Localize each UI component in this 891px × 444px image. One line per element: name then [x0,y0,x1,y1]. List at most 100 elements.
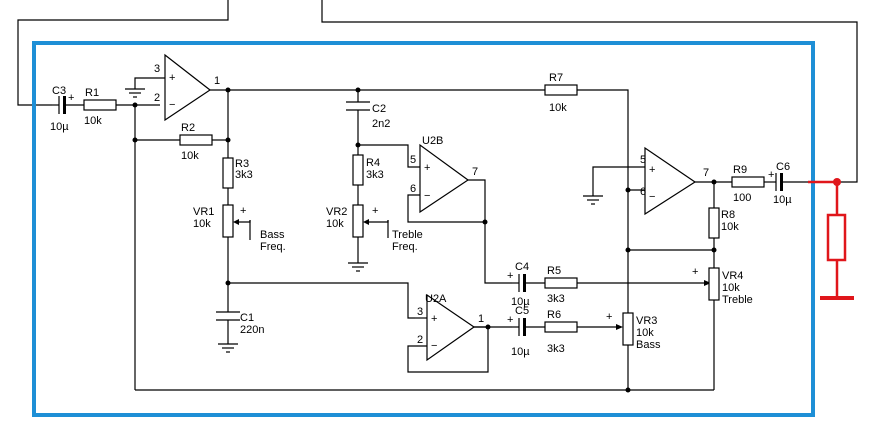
wire [358,144,420,168]
u3-minus: − [649,191,655,203]
r6-ref: R6 [547,309,561,321]
vr2-label2: Freq. [392,241,418,253]
r4-value: 3k3 [366,169,384,181]
c2-value: 2n2 [372,118,390,130]
c1-value: 220n [240,324,264,336]
u2a-plus: + [431,313,437,325]
c5-value: 10µ [511,346,530,358]
u1-pin3-wire [134,77,165,89]
ground-symbol [125,88,145,98]
c3-plus: + [68,92,74,104]
load-resistor [826,213,847,262]
resistor-r2: R2 10k [179,122,213,162]
capacitor-c4: C4 + 10µ [507,261,545,308]
u2b-feedback [407,179,486,223]
r8-value: 10k [721,221,739,233]
vr2-ref: VR2 [326,206,347,218]
r9-value: 100 [733,192,751,204]
resistor-r8: R8 10k [708,207,739,239]
capacitor-c3: C3 + 10µ [50,85,84,133]
r8-bottom-wire [628,238,715,251]
resistor-r1: R1 10k [83,87,160,127]
vr3-wiper-arrow [616,324,623,330]
resistor-r3: R3 3k3 [222,157,253,189]
vr1-label1: Bass [260,229,285,241]
u2a-minus: − [431,340,437,352]
capacitor-c1: C1 220n [216,311,264,336]
c4-plus: + [507,270,513,282]
c3-ref: C3 [52,85,66,97]
r8-ref: R8 [721,209,735,221]
c6-plus: + [768,169,774,181]
junction [625,387,631,393]
potentiometer-vr1: + VR1 10k Bass Freq. [193,204,286,253]
u3-pin5-ground [592,166,645,196]
r5-value: 3k3 [547,293,565,305]
opamp-u2a: U2A + − 3 2 1 [417,293,484,362]
r3-value: 3k3 [235,169,253,181]
vr3-value: 10k [636,327,654,339]
vr1-value: 10k [193,218,211,230]
resistor-r9: R9 100 [731,164,765,204]
opamp-output: + − 5 6 7 [640,146,709,216]
vr3-label: Bass [636,339,661,351]
vr1-plus: + [240,205,246,217]
vr4-label: Treble [722,294,753,306]
ground-symbol [583,195,603,205]
u2a-pin2: 2 [417,334,423,346]
vr4-plus: + [692,266,698,278]
vr3-plus: + [606,311,612,323]
wire-to-c4 [484,222,512,284]
r7-to-node [577,89,629,390]
vr4-ref: VR4 [722,270,743,282]
c4-value: 10µ [511,296,530,308]
circuit-frame [32,41,815,417]
u3-pin7: 7 [703,167,709,179]
r7-ref: R7 [549,72,563,84]
c6-ref: C6 [776,161,790,173]
u3-pin5: 5 [640,154,646,166]
junction [485,324,491,330]
ground-symbol [348,262,368,272]
u1-minus: − [169,99,175,111]
vr1-ref: VR1 [193,206,214,218]
r1-ref: R1 [85,87,99,99]
u1-pin3: 3 [154,63,160,75]
r2-value: 10k [181,150,199,162]
r1-value: 10k [84,115,102,127]
u2a-pin1: 1 [478,313,484,325]
vr2-value: 10k [326,218,344,230]
vr2-plus: + [372,205,378,217]
r9-ref: R9 [733,164,747,176]
u2a-ref: U2A [425,293,447,305]
opamp-u2b: U2B + − 5 6 7 [410,135,478,214]
r3-ref: R3 [235,158,249,170]
vr2-label1: Treble [392,229,423,241]
u2b-pin7: 7 [472,166,478,178]
output-wire [321,0,858,183]
u2a-pin3: 3 [417,306,423,318]
u2b-pin5: 5 [410,154,416,166]
output-load [808,178,854,300]
u1-pin2: 2 [154,92,160,104]
vr4-wiper-arrow [704,280,711,286]
r5-ref: R5 [547,265,561,277]
capacitor-c6: C6 + 10µ [768,161,840,206]
u2b-ref: U2B [422,135,443,147]
u1-pin1: 1 [214,75,220,87]
opamp-u1: + − 3 2 1 [154,53,220,122]
vr1-label2: Freq. [260,241,286,253]
resistor-r5: R5 3k3 [544,265,578,305]
u2b-minus: − [424,190,430,202]
c1-ref: C1 [240,312,254,324]
resistor-r7: R7 10k [544,72,578,114]
resistor-r4: R4 3k3 [352,154,384,186]
vr3-ref: VR3 [636,315,657,327]
c3-value: 10µ [50,121,69,133]
c5-plus: + [507,314,513,326]
capacitor-c2: C2 2n2 [346,101,390,130]
wire-to-u2a [228,282,415,319]
ground-symbol [218,343,238,353]
r7-value: 10k [549,102,567,114]
